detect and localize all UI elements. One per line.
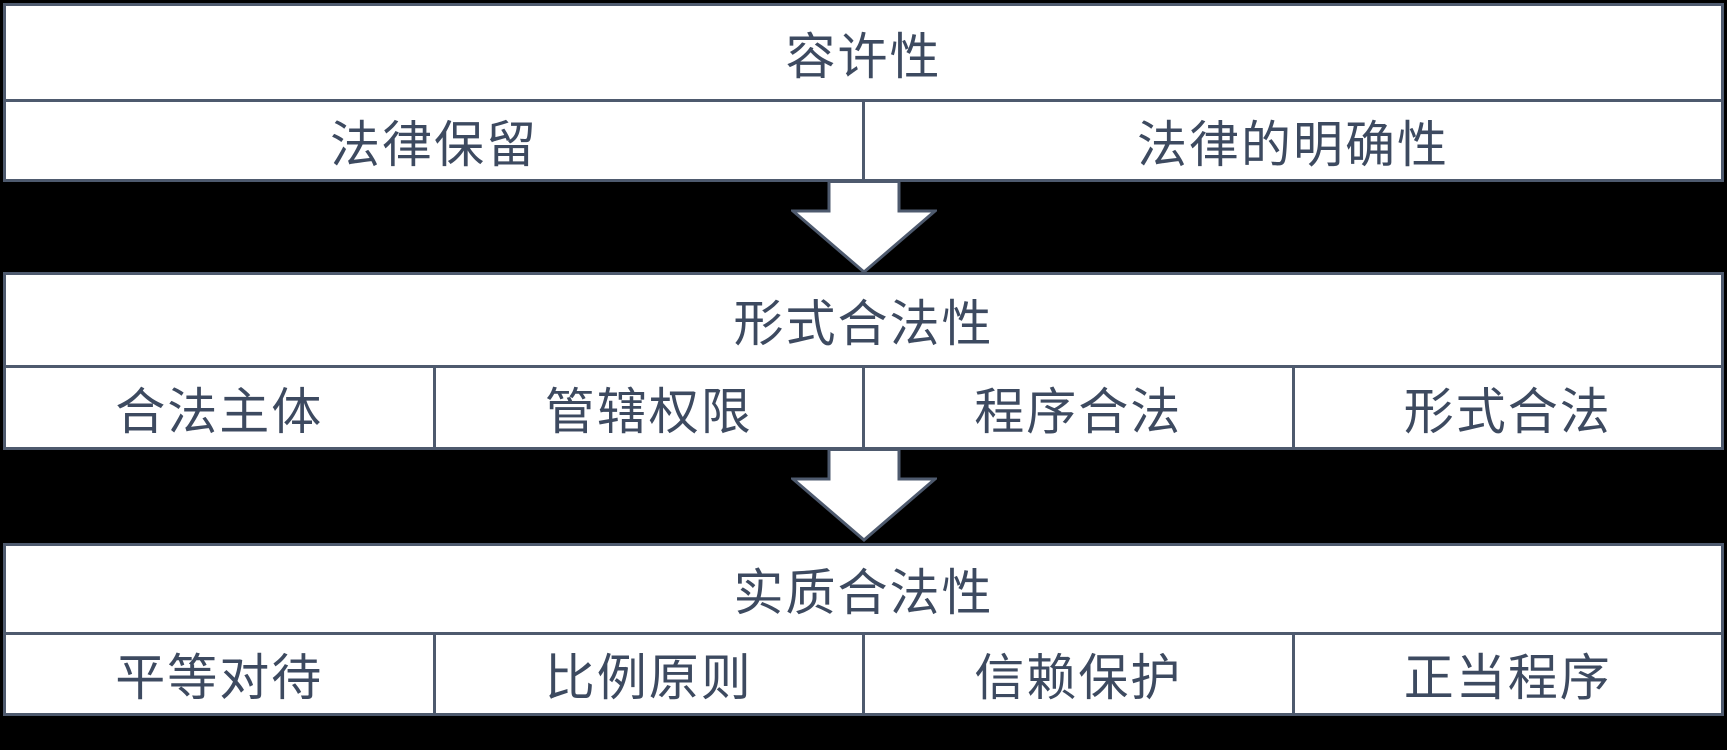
cell-trust-protection: 信赖保护 [862,635,1292,713]
cell-procedural-legality: 程序合法 [862,368,1292,447]
cell-due-process: 正当程序 [1291,635,1722,713]
permissibility-title: 容许性 [6,6,1721,102]
substantive-legality-title: 实质合法性 [6,546,1721,635]
down-arrow-icon [790,448,937,542]
table-formal-legality: 形式合法性 合法主体 管辖权限 程序合法 形式合法 [3,272,1724,450]
cell-legal-reservation: 法律保留 [330,115,538,174]
table-row: 法律保留 法律的明确性 [6,102,1721,179]
cell-proportionality: 比例原则 [432,635,863,713]
cell-jurisdiction: 管辖权限 [432,368,863,447]
formal-legality-title: 形式合法性 [6,275,1721,368]
cell-legal-clarity: 法律的明确性 [862,102,1721,179]
table-substantive-legality: 实质合法性 平等对待 比例原则 信赖保护 正当程序 [3,543,1724,716]
table-row: 合法主体 管辖权限 程序合法 形式合法 [6,368,1721,447]
cell-legal-subject: 合法主体 [115,382,324,441]
down-arrow-icon [790,180,937,274]
table-permissibility: 容许性 法律保留 法律的明确性 [3,3,1724,182]
cell-formal-legality: 形式合法 [1291,368,1722,447]
cell-equal-treatment: 平等对待 [115,649,324,707]
table-row: 平等对待 比例原则 信赖保护 正当程序 [6,635,1721,713]
